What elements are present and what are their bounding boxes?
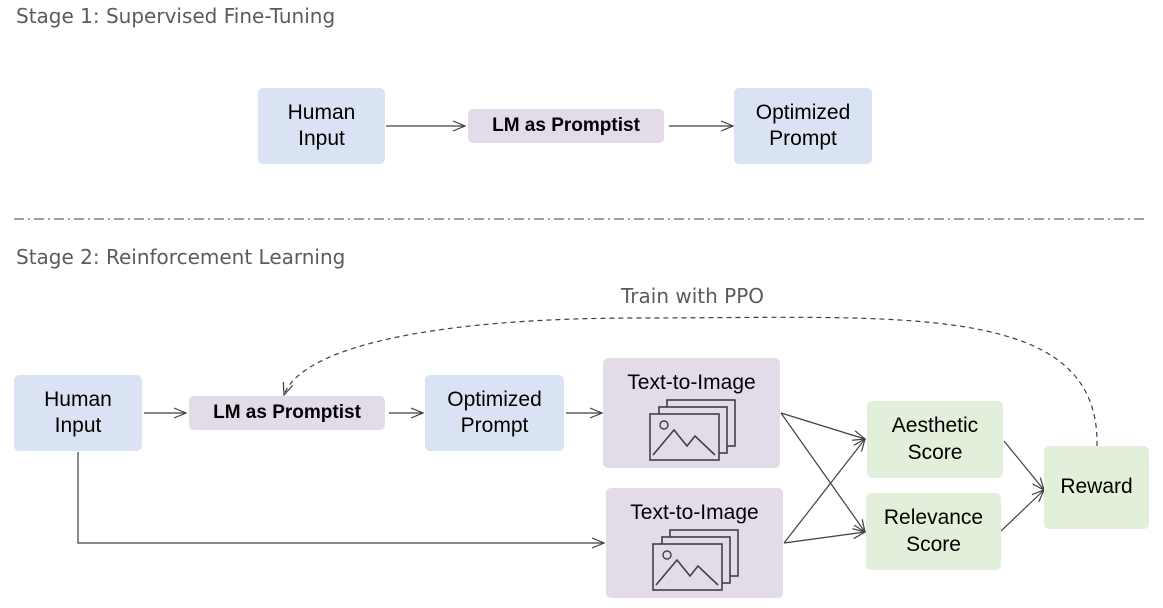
text-to-image-bottom-box: Text-to-Image xyxy=(606,488,783,598)
arrow-t2i-top-to-aesthetic xyxy=(780,412,865,439)
arrow-t2i-bottom-to-aesthetic xyxy=(783,439,865,544)
s2-promptist-box: LM as Promptist xyxy=(189,396,385,430)
s1-optimized-prompt-box: Optimized Prompt xyxy=(734,88,872,164)
reward-box: Reward xyxy=(1044,446,1149,529)
stage2-title: Stage 2: Reinforcement Learning xyxy=(16,245,346,269)
ppo-feedback-loop xyxy=(284,316,1098,447)
s1-human-input-box: Human Input xyxy=(258,88,385,164)
arrow-t2i-top-to-relevance xyxy=(780,412,865,532)
text-to-image-bottom-label: Text-to-Image xyxy=(630,501,759,524)
s2-optimized-prompt-box: Optimized Prompt xyxy=(425,375,564,451)
text-to-image-top-box: Text-to-Image xyxy=(603,358,780,468)
arrow-t2i-bottom-to-relevance xyxy=(783,532,865,544)
arrow-aesthetic-to-reward xyxy=(1003,440,1044,490)
s1-promptist-box: LM as Promptist xyxy=(468,109,664,143)
image-stack-icon xyxy=(649,399,736,461)
arrow-relevance-to-reward xyxy=(1000,490,1044,532)
s2-human-input-box: Human Input xyxy=(14,375,142,451)
relevance-score-box: Relevance Score xyxy=(866,493,1001,570)
aesthetic-score-box: Aesthetic Score xyxy=(867,401,1003,478)
train-with-ppo-label: Train with PPO xyxy=(621,284,764,308)
image-stack-icon xyxy=(652,529,739,591)
stage1-title: Stage 1: Supervised Fine-Tuning xyxy=(16,4,336,28)
arrow-s2-input-to-t2i-bottom xyxy=(77,452,604,543)
text-to-image-top-label: Text-to-Image xyxy=(627,371,756,394)
